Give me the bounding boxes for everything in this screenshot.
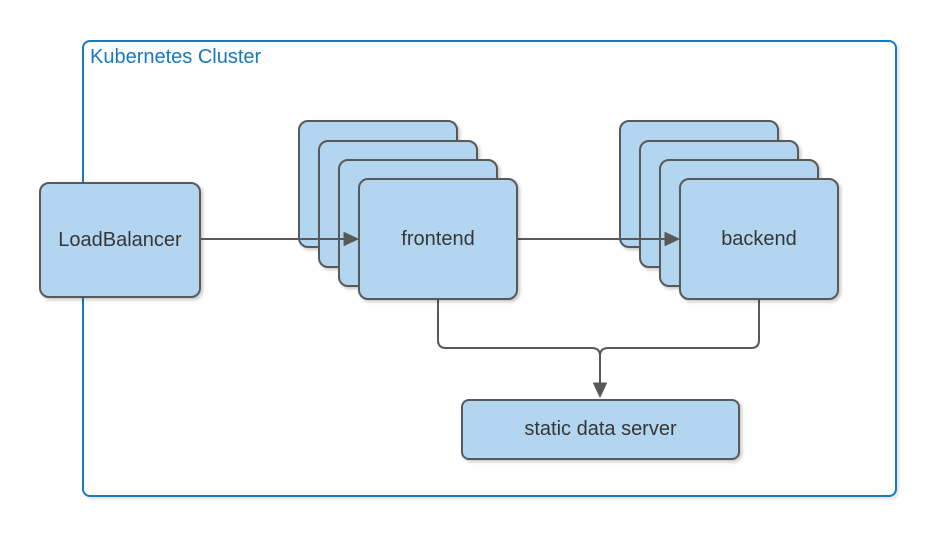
node-load-balancer-label: LoadBalancer	[58, 228, 182, 251]
node-static-data-server-label: static data server	[524, 418, 677, 440]
node-load-balancer[interactable]: LoadBalancer	[39, 182, 201, 298]
node-frontend-label: frontend	[401, 227, 475, 250]
node-backend-label: backend	[721, 227, 797, 250]
node-static-data-server[interactable]: static data server	[461, 399, 740, 460]
cluster-label: Kubernetes Cluster	[90, 46, 262, 68]
node-backend[interactable]: backend	[679, 178, 839, 300]
node-frontend[interactable]: frontend	[358, 178, 518, 300]
